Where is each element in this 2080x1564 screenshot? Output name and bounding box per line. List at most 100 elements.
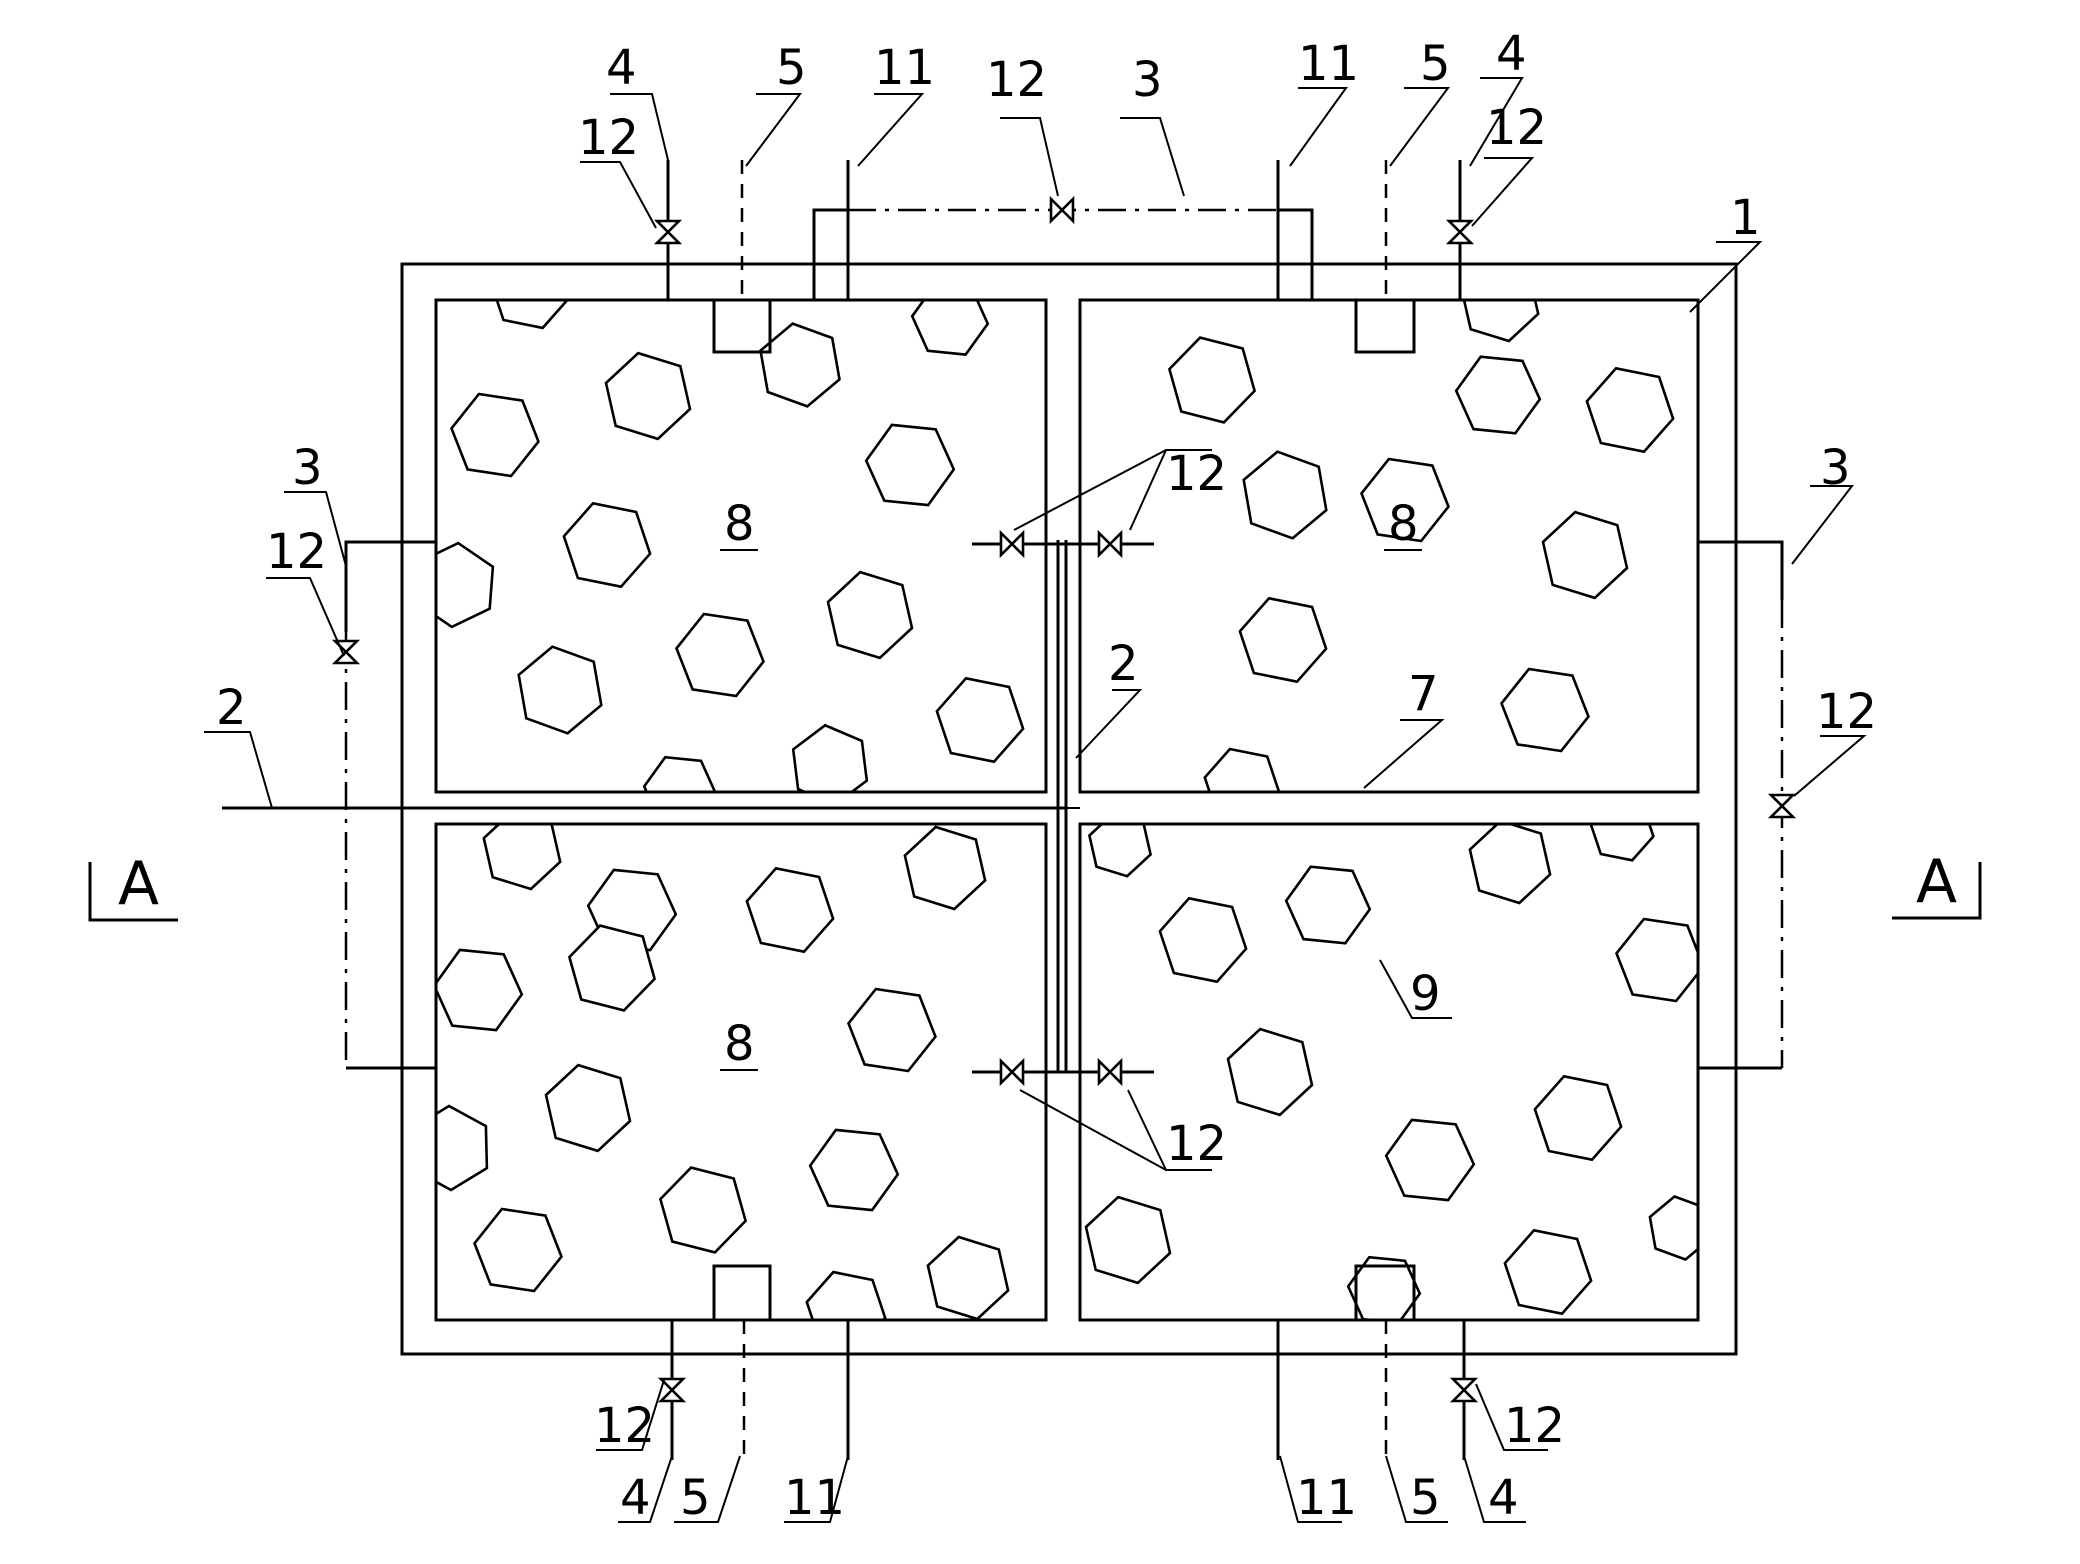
bridge-pipe-left-riser [812, 208, 848, 300]
label-8-top-right: 8 [1388, 496, 1419, 552]
leader-5-bottom-left [674, 1455, 741, 1523]
hexagon-media [759, 322, 841, 408]
label-4-bottom-left: 4 [620, 1470, 651, 1526]
leader-lines [88, 77, 1982, 1523]
leader-11-bottom-left [784, 1455, 849, 1523]
hexagon-media [1533, 1074, 1623, 1162]
hexagon-media [1541, 510, 1629, 600]
label-12-left: 12 [266, 524, 327, 580]
hexagon-media [1084, 1195, 1172, 1285]
hexagon-media [1242, 450, 1328, 540]
leader-7 [1363, 719, 1445, 789]
leader-11-top-left [857, 93, 925, 167]
label-5-top-left: 5 [776, 40, 807, 96]
valve-icon [999, 529, 1025, 559]
hexagon-media [864, 423, 956, 507]
leader-4-bottom-left [618, 1455, 673, 1523]
hexagon-media [1585, 366, 1675, 454]
label-3-right: 3 [1820, 440, 1851, 496]
valve-icon [1049, 195, 1075, 225]
label-5-bottom-right: 5 [1410, 1470, 1441, 1526]
leader-12-right [1793, 735, 1867, 797]
label-1: 1 [1730, 190, 1761, 246]
leader-4-top-right [1469, 77, 1524, 167]
hexagon-media [473, 1207, 563, 1293]
cell-bottom-right [1078, 822, 1700, 1322]
hexagon-media [604, 351, 692, 441]
hexagon-media [808, 1128, 900, 1212]
mask-group [402, 238, 1736, 1353]
label-12-center-upper: 12 [1166, 446, 1227, 502]
leader-1 [1689, 241, 1763, 313]
label-12-center-lower: 12 [1166, 1116, 1227, 1172]
leader-12-bottom-right [1475, 1383, 1548, 1451]
hexagon-media [1167, 336, 1257, 424]
label-4-top-right: 4 [1496, 26, 1527, 82]
hexagon-media [1454, 355, 1542, 435]
valve-icon [1767, 793, 1797, 819]
valve-icon [1097, 1057, 1123, 1087]
sump-box-top-left [712, 298, 772, 354]
label-12-top-left: 12 [578, 110, 639, 166]
label-9: 9 [1410, 966, 1441, 1022]
leader-12-top-right [1471, 157, 1535, 227]
label-3-left: 3 [292, 440, 323, 496]
left-pipe-upper [344, 540, 436, 632]
hexagon-media [745, 866, 835, 954]
leader-3-left [284, 491, 347, 567]
label-5-top-right: 5 [1420, 36, 1451, 92]
leader-11-bottom-right [1279, 1455, 1342, 1523]
hexagon-media [1500, 667, 1590, 753]
leader-4-top-left [610, 93, 669, 161]
leader-3-right [1791, 485, 1855, 565]
leader-2-center [1075, 689, 1143, 759]
label-7: 7 [1408, 666, 1439, 722]
sump-box-top-right [1354, 298, 1416, 354]
hexagon-media [903, 825, 987, 911]
hexagon-media [567, 924, 657, 1012]
hexagon-media [450, 392, 540, 478]
hexagon-media [1503, 1228, 1593, 1316]
hexagon-media [1238, 596, 1328, 684]
leader-3-top [1120, 117, 1185, 197]
leader-9 [1379, 959, 1452, 1019]
label-2-left: 2 [216, 680, 247, 736]
hexagon-media [658, 1166, 748, 1254]
label-8-bottom-left: 8 [724, 1016, 755, 1072]
label-11-top-right: 11 [1298, 36, 1359, 92]
leader-12-top-left [580, 161, 657, 229]
bridge-pipe-right-riser [1278, 208, 1314, 300]
valve-icon [1449, 1377, 1479, 1403]
leader-12-left [266, 577, 345, 657]
leader-11-top-right [1289, 87, 1348, 167]
section-marker-right-bracket [1892, 862, 1982, 920]
leader-12-center-lower-b [1127, 1089, 1167, 1171]
label-4-bottom-right: 4 [1488, 1470, 1519, 1526]
section-marker-left: A [118, 849, 159, 919]
leader-4-bottom-right [1463, 1455, 1526, 1523]
hexagon-media [517, 645, 603, 735]
labels: 4 12 5 11 12 3 11 5 4 12 1 3 12 2 12 2 7… [118, 26, 1957, 1526]
label-11-bottom-right: 11 [1296, 1470, 1357, 1526]
valve-icon [1097, 529, 1123, 559]
section-marker-left-bracket [88, 862, 178, 922]
hexagon-media [1158, 896, 1248, 984]
label-3-top: 3 [1132, 52, 1163, 108]
hexagon-media [1384, 1118, 1476, 1202]
valve-icon [653, 219, 683, 245]
label-11-bottom-left: 11 [784, 1470, 845, 1526]
leader-12-bridge [1000, 117, 1059, 197]
sump-box-bottom-left [712, 1264, 772, 1322]
hexagon-media [562, 501, 652, 589]
hexagon-media [1226, 1027, 1314, 1117]
hexagon-media [935, 676, 1025, 764]
label-12-bottom-right: 12 [1504, 1398, 1565, 1454]
hexagon-media [675, 612, 765, 698]
hexagon-media [926, 1235, 1010, 1321]
label-12-top-right: 12 [1486, 100, 1547, 156]
hexagon-media [1284, 865, 1372, 945]
label-12-right: 12 [1816, 684, 1877, 740]
hexagon-media [544, 1063, 632, 1153]
hexagon-media [1360, 457, 1450, 543]
